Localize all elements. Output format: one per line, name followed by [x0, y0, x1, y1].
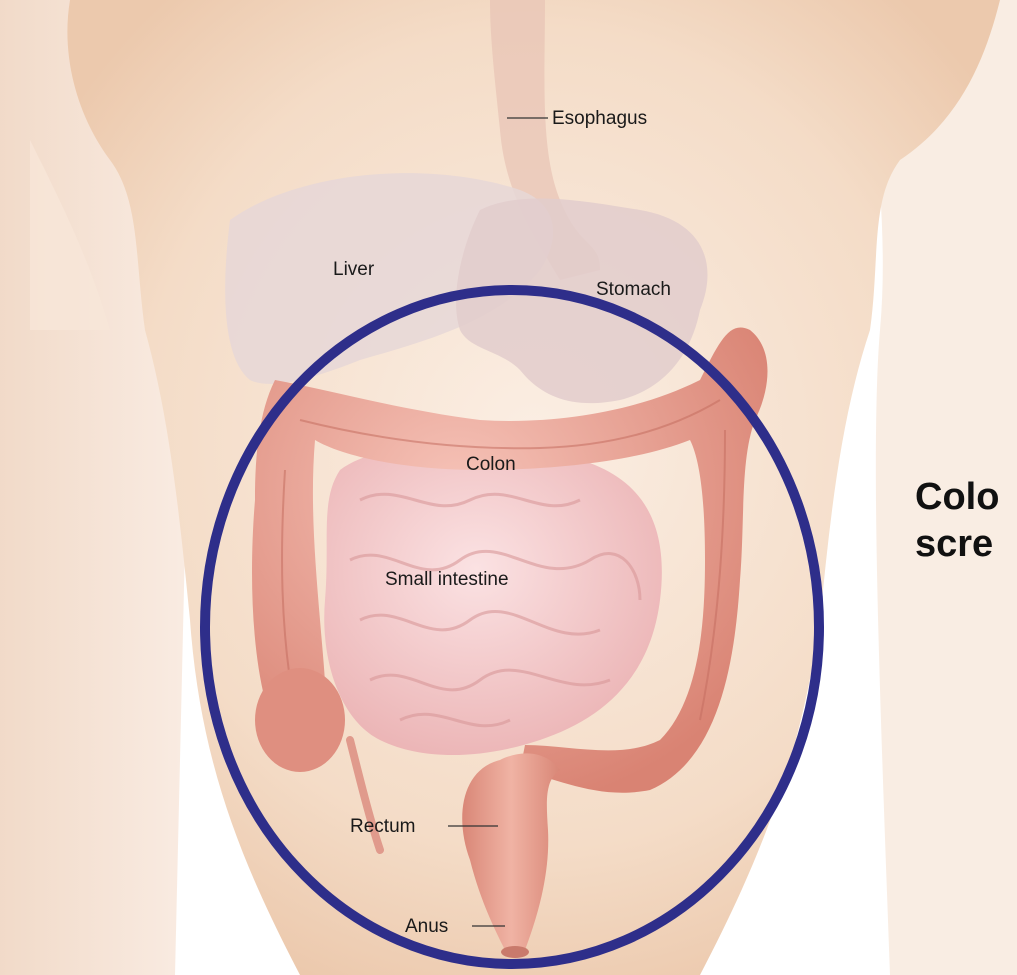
label-rectum: Rectum: [350, 816, 415, 837]
label-small-intestine: Small intestine: [385, 569, 509, 590]
label-liver: Liver: [333, 259, 375, 280]
label-anus: Anus: [405, 916, 448, 937]
label-esophagus: Esophagus: [552, 108, 647, 129]
cecum: [255, 668, 345, 772]
label-stomach: Stomach: [596, 279, 671, 300]
side-caption: Colo scre: [915, 474, 999, 568]
label-colon: Colon: [466, 454, 516, 475]
anus: [501, 946, 529, 958]
side-caption-line-1: Colo: [915, 474, 999, 521]
side-caption-line-2: scre: [915, 521, 999, 568]
